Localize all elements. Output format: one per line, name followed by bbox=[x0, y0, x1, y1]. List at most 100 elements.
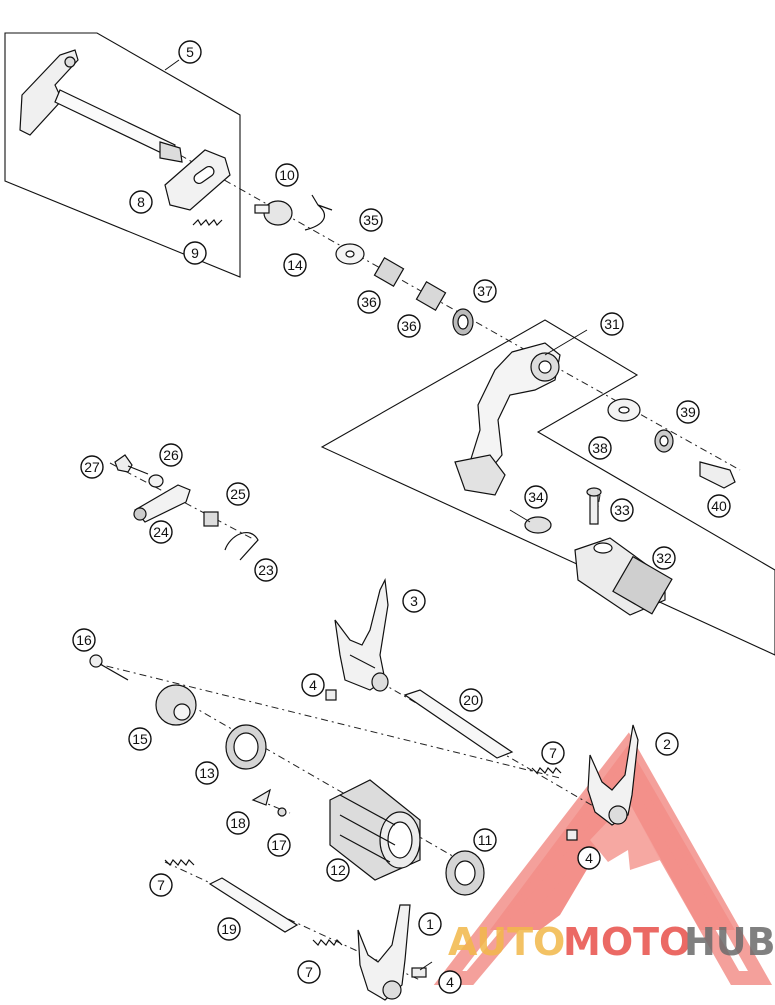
callout-13: 13 bbox=[195, 761, 219, 785]
shift-plate-icon bbox=[164, 149, 231, 211]
shaft-19-icon bbox=[208, 877, 299, 933]
watermark-hub: HUB bbox=[684, 920, 775, 964]
callout-11: 11 bbox=[473, 828, 497, 852]
pin-4-right-icon bbox=[566, 829, 578, 841]
callout-4-right: 4 bbox=[577, 846, 601, 870]
shift-fork-2-icon bbox=[587, 724, 639, 826]
callout-34: 34 bbox=[524, 485, 548, 509]
washer-38-icon bbox=[607, 398, 641, 422]
callout-7-top: 7 bbox=[149, 873, 173, 897]
watermark-auto: AUTO bbox=[448, 920, 565, 964]
callout-26: 26 bbox=[159, 443, 183, 467]
svg-text:4: 4 bbox=[446, 974, 454, 990]
svg-text:38: 38 bbox=[592, 440, 608, 456]
shaft-collar-10-icon bbox=[254, 200, 293, 226]
pin-4-bottom-icon bbox=[411, 967, 427, 978]
svg-text:4: 4 bbox=[585, 850, 593, 866]
callout-36b: 36 bbox=[397, 314, 421, 338]
callout-7-bottom: 7 bbox=[297, 960, 321, 984]
svg-text:5: 5 bbox=[186, 44, 194, 60]
svg-text:11: 11 bbox=[478, 832, 493, 848]
leader-lines bbox=[164, 59, 588, 971]
svg-text:34: 34 bbox=[528, 489, 544, 505]
svg-text:35: 35 bbox=[363, 212, 379, 228]
watermark-logo: AUTO MOTO HUB bbox=[448, 920, 775, 964]
hairpin-spring-14-icon bbox=[304, 194, 333, 231]
shift-fork-3-icon bbox=[334, 577, 389, 692]
svg-text:27: 27 bbox=[84, 459, 100, 475]
callouts: 5 8 9 10 14 35 36 36 37 31 39 38 40 27 2… bbox=[72, 40, 731, 994]
svg-text:7: 7 bbox=[305, 964, 313, 980]
svg-text:15: 15 bbox=[132, 731, 148, 747]
screw-17-icon bbox=[277, 807, 287, 817]
bearing-11-icon bbox=[445, 850, 485, 896]
svg-text:23: 23 bbox=[258, 562, 274, 578]
shift-fork-1-icon bbox=[357, 904, 411, 1001]
svg-text:8: 8 bbox=[137, 194, 145, 210]
bolt-16-icon bbox=[89, 654, 129, 681]
detent-18-icon bbox=[251, 788, 271, 806]
callout-36a: 36 bbox=[357, 290, 381, 314]
callout-16: 16 bbox=[72, 628, 96, 652]
bolt-27-icon bbox=[114, 454, 149, 475]
svg-text:33: 33 bbox=[614, 502, 630, 518]
lever-24-icon bbox=[133, 484, 191, 523]
spring-9-icon bbox=[192, 219, 223, 226]
needle-bearing-36a-icon bbox=[373, 257, 405, 287]
svg-text:26: 26 bbox=[163, 447, 179, 463]
svg-text:16: 16 bbox=[76, 632, 92, 648]
callout-35: 35 bbox=[359, 208, 383, 232]
shift-shaft-icon bbox=[19, 49, 183, 163]
washer-35-icon bbox=[335, 243, 365, 265]
seal-ring-37-icon bbox=[452, 308, 474, 336]
callout-17: 17 bbox=[267, 833, 291, 857]
callout-27: 27 bbox=[80, 455, 104, 479]
callout-15: 15 bbox=[128, 727, 152, 751]
foot-peg-32-icon bbox=[574, 537, 673, 616]
callout-4-bottom: 4 bbox=[438, 970, 462, 994]
pin-4-top-icon bbox=[325, 689, 337, 701]
callout-7-right: 7 bbox=[541, 741, 565, 765]
clip-34-icon bbox=[509, 509, 552, 534]
callout-12: 12 bbox=[326, 858, 350, 882]
svg-text:4: 4 bbox=[309, 677, 317, 693]
svg-text:37: 37 bbox=[477, 283, 493, 299]
svg-text:13: 13 bbox=[199, 765, 215, 781]
spring-23-icon bbox=[224, 532, 259, 561]
svg-text:40: 40 bbox=[711, 498, 727, 514]
svg-text:18: 18 bbox=[230, 815, 246, 831]
svg-text:32: 32 bbox=[656, 550, 672, 566]
svg-text:7: 7 bbox=[549, 745, 557, 761]
svg-text:12: 12 bbox=[330, 862, 346, 878]
callout-10: 10 bbox=[275, 163, 299, 187]
callout-1: 1 bbox=[418, 912, 442, 936]
callout-39: 39 bbox=[676, 400, 700, 424]
sub-assembly-box-5 bbox=[4, 32, 241, 278]
callout-4-top: 4 bbox=[301, 673, 325, 697]
callout-37: 37 bbox=[473, 279, 497, 303]
callout-24: 24 bbox=[149, 520, 173, 544]
callout-8: 8 bbox=[129, 190, 153, 214]
callout-2: 2 bbox=[655, 732, 679, 756]
lock-washer-39-icon bbox=[654, 429, 674, 453]
callout-5: 5 bbox=[178, 40, 202, 64]
svg-text:31: 31 bbox=[604, 316, 620, 332]
svg-text:7: 7 bbox=[157, 877, 165, 893]
callout-23: 23 bbox=[254, 558, 278, 582]
svg-text:39: 39 bbox=[680, 404, 696, 420]
callout-33: 33 bbox=[610, 498, 634, 522]
washer-26-icon bbox=[148, 474, 164, 488]
callout-31: 31 bbox=[600, 312, 624, 336]
pin-33-icon bbox=[586, 487, 602, 525]
spring-7-right-icon bbox=[531, 767, 562, 774]
shift-drum-12-icon bbox=[329, 779, 421, 881]
svg-text:36: 36 bbox=[401, 318, 417, 334]
sub-assembly-box-31 bbox=[320, 319, 775, 656]
svg-text:9: 9 bbox=[191, 245, 199, 261]
callout-14: 14 bbox=[283, 253, 307, 277]
svg-text:1: 1 bbox=[426, 916, 434, 932]
bolt-40-icon bbox=[699, 461, 736, 489]
watermark-moto: MOTO bbox=[563, 920, 691, 964]
svg-text:10: 10 bbox=[279, 167, 295, 183]
svg-text:17: 17 bbox=[271, 837, 287, 853]
